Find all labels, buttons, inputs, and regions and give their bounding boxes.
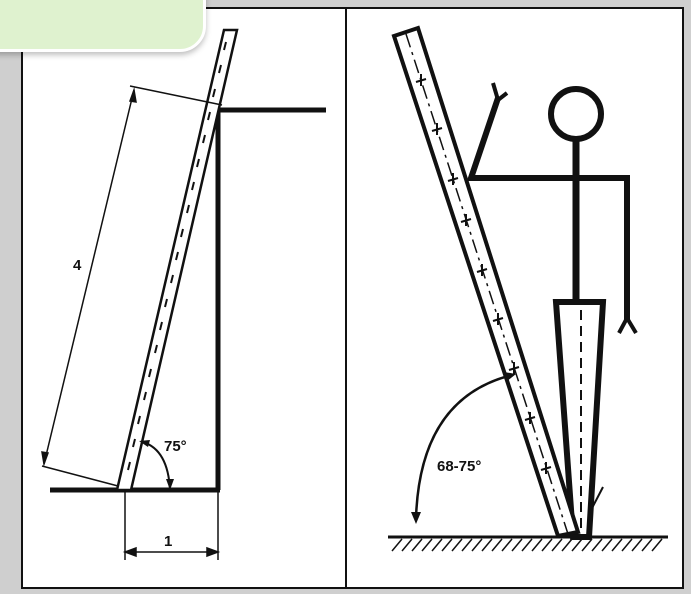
base-label: 1 (164, 533, 172, 550)
angle-label: 75° (164, 438, 187, 455)
ladder (391, 25, 581, 539)
person-figure (466, 82, 638, 540)
overlay-tab (0, 0, 206, 52)
base-dimension (122, 492, 221, 560)
ladder (115, 28, 239, 492)
angle-label: 68-75° (437, 458, 481, 475)
angle-68-75 (411, 372, 516, 524)
person-legs (552, 299, 607, 540)
ground-hatching (391, 538, 663, 552)
person-raised-arm (466, 97, 576, 181)
person-lowered-arm (576, 175, 630, 320)
person-foot-mark (589, 486, 604, 513)
length-label: 4 (73, 257, 82, 274)
ladder-marks (415, 74, 552, 474)
ladder-centerline (405, 33, 569, 535)
right-panel: 68-75° (388, 25, 668, 552)
left-panel: 4 1 75° (41, 28, 326, 560)
angle-75 (139, 440, 174, 491)
length-dimension (41, 85, 223, 487)
angle-arc (414, 373, 513, 519)
ladder-body (391, 25, 581, 539)
person-raised-hand (491, 82, 509, 104)
person-lowered-hand (617, 313, 638, 335)
ladder-rungs (127, 41, 227, 471)
